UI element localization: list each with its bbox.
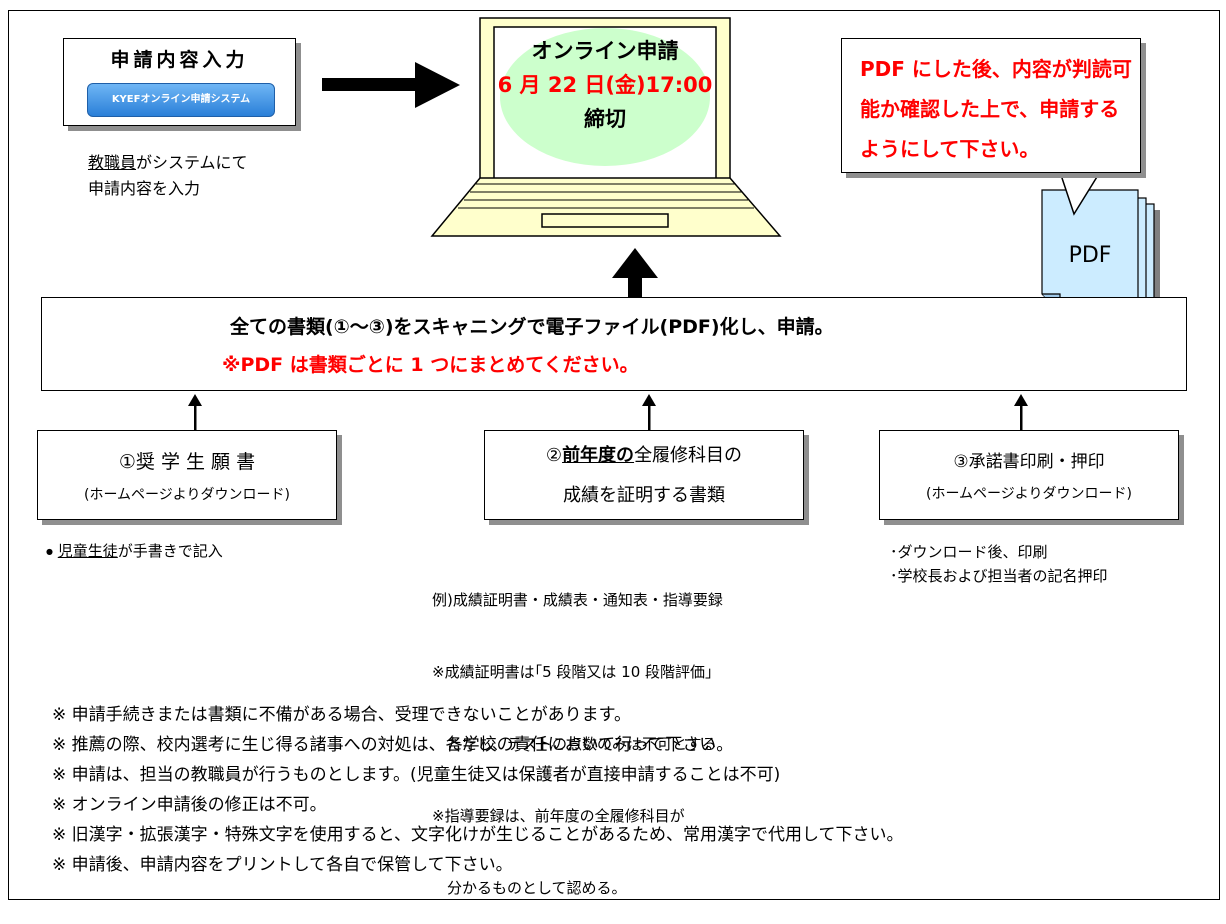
doc2-title-prefix: ② — [545, 445, 563, 466]
online-system-button-label: KYEFオンライン申請システム — [111, 94, 251, 105]
callout-tail — [1058, 171, 1102, 216]
doc3-note-item: ･ダウンロード後、印刷 — [890, 543, 1048, 561]
doc2-box: ②前年度の全履修科目の 成績を証明する書類 — [484, 430, 804, 520]
deadline-line1: オンライン申請 — [531, 39, 679, 63]
callout-line1: PDF にした後、内容が判読可 — [860, 57, 1132, 81]
footnote-item: ※ 推薦の際、校内選考に生じ得る諸事への対処は、各学校の責任において行って下さい… — [52, 735, 734, 755]
up-arrow-small-2-icon — [642, 394, 656, 430]
deadline-text: オンライン申請 6 月 22 日(金)17:00 締切 — [470, 34, 740, 136]
input-panel-title: 申請内容入力 — [110, 49, 249, 71]
doc2-notes: 例)成績証明書・成績表・通知表・指導要録 ※成績証明書は｢5 段階又は 10 段… — [432, 540, 723, 924]
deadline-line3: 締切 — [584, 107, 626, 131]
staff-underlined: 教職員 — [88, 153, 137, 172]
doc3-title: ③承諾書印刷・押印 — [953, 452, 1105, 472]
right-arrow-icon — [322, 62, 460, 108]
doc2-title: ②前年度の全履修科目の — [485, 441, 803, 467]
main-line2: ※PDF は書類ごとに 1 つにまとめてください。 — [222, 354, 639, 376]
doc1-subtitle: (ホームページよりダウンロード) — [84, 487, 290, 503]
callout-box: PDF にした後、内容が判読可 能か確認した上で、申請する ようにして下さい。 — [841, 38, 1141, 173]
callout-text: PDF にした後、内容が判読可 能か確認した上で、申請する ようにして下さい。 — [860, 49, 1132, 169]
doc1-title: ①奨 学 生 願 書 — [118, 451, 256, 473]
callout-line2: 能か確認した上で、申請する — [860, 97, 1120, 121]
deadline-date: 6 月 22 日(金)17:00 — [497, 73, 713, 97]
input-panel: 申請内容入力 KYEFオンライン申請システム — [63, 38, 296, 126]
doc2-note-item: ※指導要録は、前年度の全履修科目が — [432, 807, 685, 825]
doc2-title-rest: 全履修科目の — [634, 445, 743, 466]
callout-line3: ようにして下さい。 — [860, 137, 1040, 161]
bullet-icon: ● — [46, 547, 53, 556]
deadline-screen — [500, 28, 710, 166]
pdf-label: PDF — [1068, 243, 1112, 268]
doc2-note-item: 例)成績証明書・成績表・通知表・指導要録 — [432, 591, 723, 609]
online-system-button[interactable]: KYEFオンライン申請システム — [87, 83, 275, 117]
footnote-item: ※ 申請手続きまたは書類に不備がある場合、受理できないことがあります。 — [52, 705, 631, 725]
input-caption: 教職員がシステムにて 申請内容を入力 — [88, 150, 248, 202]
footnote-item: ※ オンライン申請後の修正は不可。 — [52, 795, 327, 815]
input-caption-line2: 申請内容を入力 — [88, 179, 201, 198]
up-arrow-small-3-icon — [1014, 394, 1028, 430]
footnote-item: ※ 旧漢字・拡張漢字・特殊文字を使用すると、文字化けが生じることがあるため、常用… — [52, 825, 904, 845]
doc3-note-item: ･学校長および担当者の記名押印 — [890, 567, 1108, 585]
doc1-note-rest: が手書きで記入 — [117, 542, 223, 560]
student-underlined: 児童生徒 — [57, 542, 118, 560]
doc2-title-line2: 成績を証明する書類 — [563, 485, 725, 506]
up-arrow-icon — [612, 248, 658, 298]
doc2-note-item: ※成績証明書は｢5 段階又は 10 段階評価｣ — [432, 663, 713, 681]
footnote-item: ※ 申請は、担当の教職員が行うものとします。(児童生徒又は保護者が直接申請するこ… — [52, 765, 781, 785]
main-instruction-box: 全ての書類(①～③)をスキャニングで電子ファイル(PDF)化し、申請。 ※PDF… — [41, 297, 1187, 391]
main-line1: 全ての書類(①～③)をスキャニングで電子ファイル(PDF)化し、申請。 — [230, 316, 834, 338]
doc2-note-item: 分かるものとして認める。 — [432, 879, 627, 897]
doc3-subtitle: (ホームページよりダウンロード) — [926, 486, 1132, 502]
footnote-item: ※ 申請後、申請内容をプリントして各自で保管して下さい。 — [52, 855, 513, 875]
doc1-note: ● 児童生徒が手書きで記入 — [46, 540, 223, 561]
input-caption-line1-rest: がシステムにて — [136, 153, 248, 172]
doc2-title-underlined: 前年度の — [562, 445, 635, 466]
up-arrow-small-1-icon — [188, 394, 202, 430]
doc3-box: ③承諾書印刷・押印 (ホームページよりダウンロード) — [879, 430, 1179, 520]
doc3-notes: ･ダウンロード後、印刷 ･学校長および担当者の記名押印 — [890, 540, 1108, 588]
doc2-note-item: ただし、テストの点数のみは不可とする — [432, 735, 717, 753]
doc1-box: ①奨 学 生 願 書 (ホームページよりダウンロード) — [37, 430, 337, 520]
